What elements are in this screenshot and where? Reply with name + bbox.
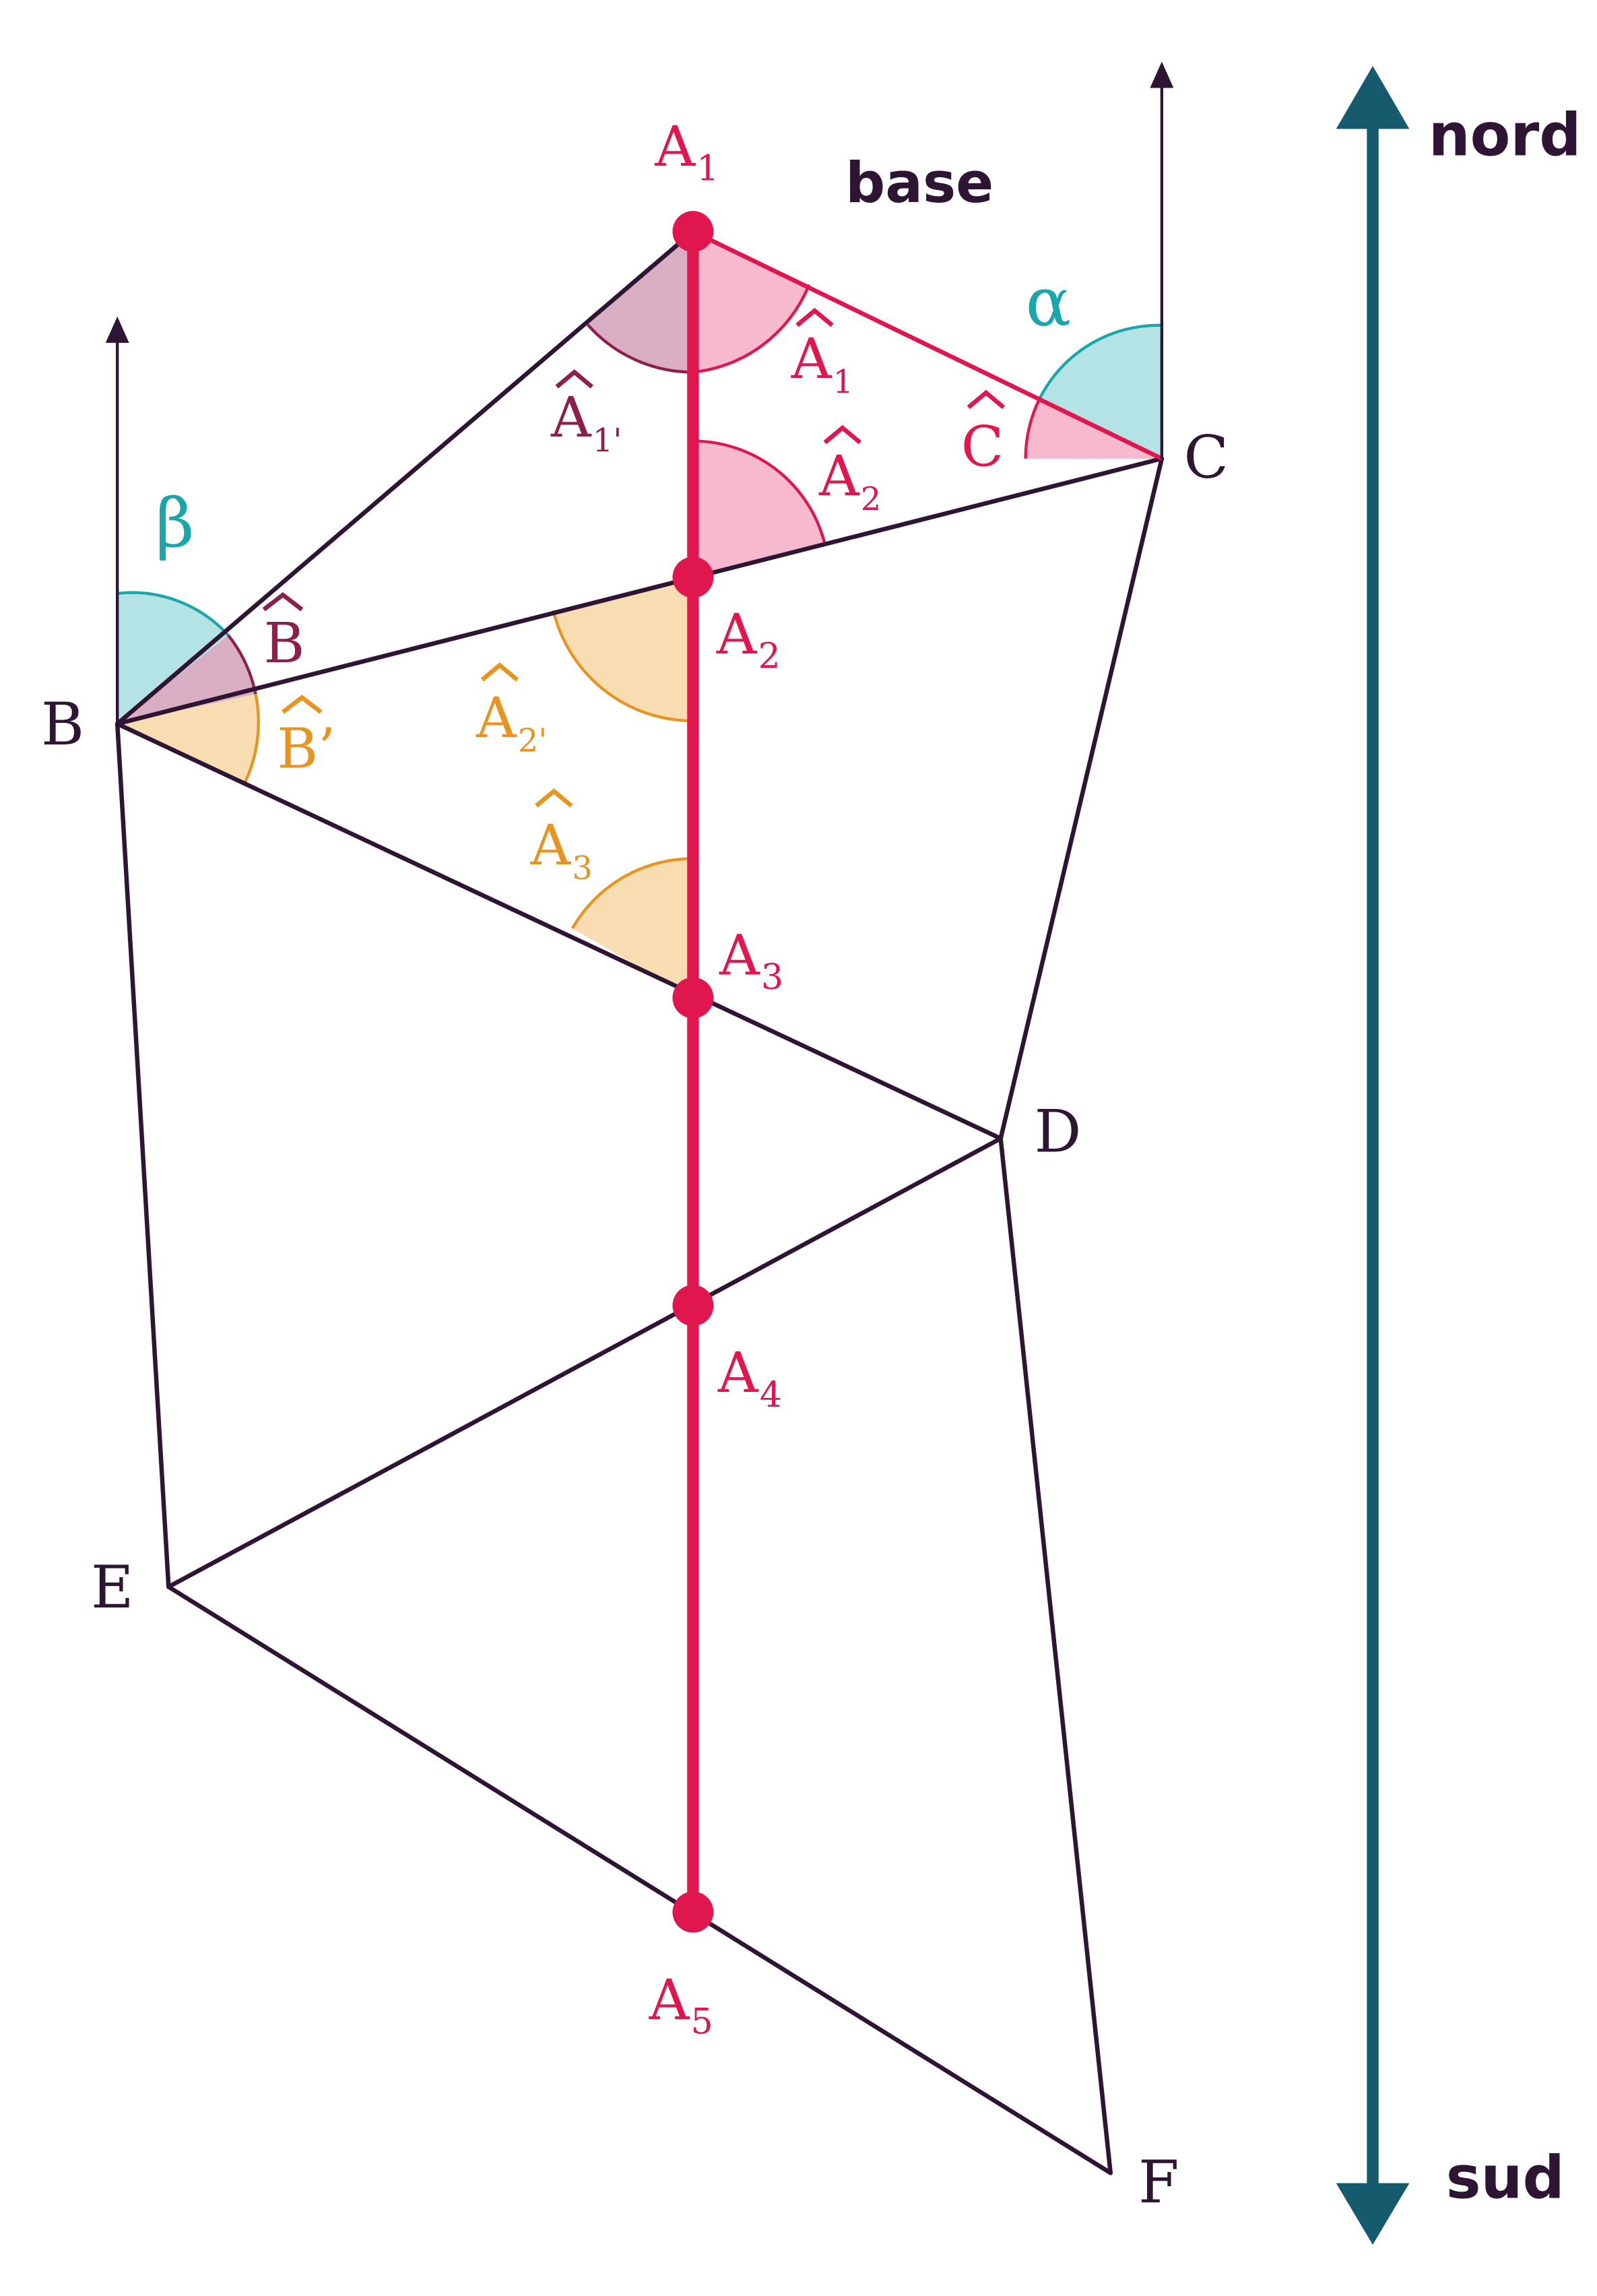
- hat-icon: [795, 307, 834, 327]
- label-alpha: α: [1026, 263, 1072, 342]
- label-beta: β: [156, 484, 195, 563]
- sector-a2: [692, 441, 826, 577]
- text-labels: nord sud base A1 A2 A3 A4 A5 B C D E F α…: [41, 101, 1581, 2217]
- sector-b: [117, 635, 256, 724]
- label-a3: A3: [719, 923, 783, 998]
- line-a1-c: [692, 229, 1163, 461]
- angle-b-text: B: [264, 611, 305, 676]
- arc-a3: [571, 857, 693, 930]
- angle-b-prime-text: B’: [277, 717, 335, 782]
- label-base: base: [845, 151, 993, 216]
- sector-beta: [117, 592, 228, 724]
- angle-label-c: C: [961, 389, 1006, 480]
- north-arrowhead-c: [1150, 61, 1174, 88]
- label-a4: A4: [717, 1341, 782, 1415]
- hat-icon: [281, 695, 323, 714]
- label-e: E: [91, 1553, 133, 1622]
- hat-icon: [535, 788, 573, 808]
- line-e-f: [166, 1585, 1113, 2175]
- point-a1: [672, 211, 714, 253]
- point-a5: [672, 1891, 714, 1933]
- line-a1-b: [115, 229, 696, 726]
- angle-a1-text: A1: [791, 327, 853, 401]
- angle-c-text: C: [961, 415, 1004, 480]
- label-d: D: [1035, 1097, 1082, 1166]
- sector-alpha: [1039, 325, 1162, 459]
- angle-label-b-prime: B’: [277, 695, 335, 782]
- arc-a1: [692, 284, 811, 374]
- label-a5: A5: [649, 1968, 713, 2043]
- label-a2: A2: [716, 602, 781, 677]
- north-arrowhead-b: [105, 316, 129, 343]
- angle-a2-text: A2: [818, 444, 881, 518]
- angle-label-a2-prime: A2': [476, 662, 547, 760]
- angle-label-a2: A2: [818, 424, 881, 518]
- hat-icon: [262, 592, 304, 612]
- angle-a1-prime-text: A1': [550, 385, 622, 459]
- hat-icon: [823, 424, 861, 445]
- angle-label-a1: A1: [791, 307, 853, 401]
- label-sud: sud: [1446, 2143, 1565, 2212]
- sector-a1-prime: [587, 231, 693, 373]
- line-b-e: [115, 722, 171, 1589]
- label-b: B: [41, 690, 84, 759]
- angle-label-a3: A3: [530, 788, 593, 887]
- line-c-d: [998, 456, 1165, 1141]
- sector-a1: [692, 231, 810, 373]
- line-d-f: [998, 1136, 1113, 2175]
- arc-a2: [692, 439, 827, 546]
- angle-a3-text: A3: [530, 813, 593, 887]
- label-c: C: [1183, 423, 1229, 492]
- arc-c: [1024, 397, 1041, 459]
- line-b-c: [115, 456, 1165, 726]
- north-arrowhead-icon: [1336, 65, 1410, 129]
- arc-alpha: [1038, 323, 1162, 400]
- angle-a2-prime-text: A2': [476, 686, 547, 760]
- arc-beta: [117, 591, 230, 637]
- north-south-arrow: [1336, 65, 1410, 2245]
- arc-a2-prime: [552, 610, 693, 723]
- sector-a2-prime: [553, 577, 693, 722]
- hat-icon: [480, 662, 519, 682]
- triangulation-lines: [115, 229, 1165, 2175]
- line-b-d: [115, 722, 1003, 1141]
- line-d-e: [166, 1136, 1003, 1589]
- label-a1: A1: [654, 115, 719, 189]
- point-a2: [672, 556, 714, 598]
- arc-b-prime: [243, 693, 260, 784]
- label-f: F: [1138, 2148, 1179, 2217]
- point-a3: [672, 977, 714, 1019]
- meridian-points: [672, 211, 714, 1933]
- angle-label-a1-prime: A1': [550, 369, 622, 459]
- arc-a1-prime: [586, 323, 693, 374]
- point-a4: [672, 1285, 714, 1327]
- label-nord: nord: [1429, 101, 1582, 170]
- hat-icon: [555, 369, 593, 389]
- angle-arcs: [117, 284, 1162, 930]
- angle-label-b: B: [262, 592, 305, 676]
- north-reference-arrows: [105, 61, 1174, 724]
- south-arrowhead-icon: [1336, 2183, 1410, 2245]
- hat-icon: [967, 389, 1006, 410]
